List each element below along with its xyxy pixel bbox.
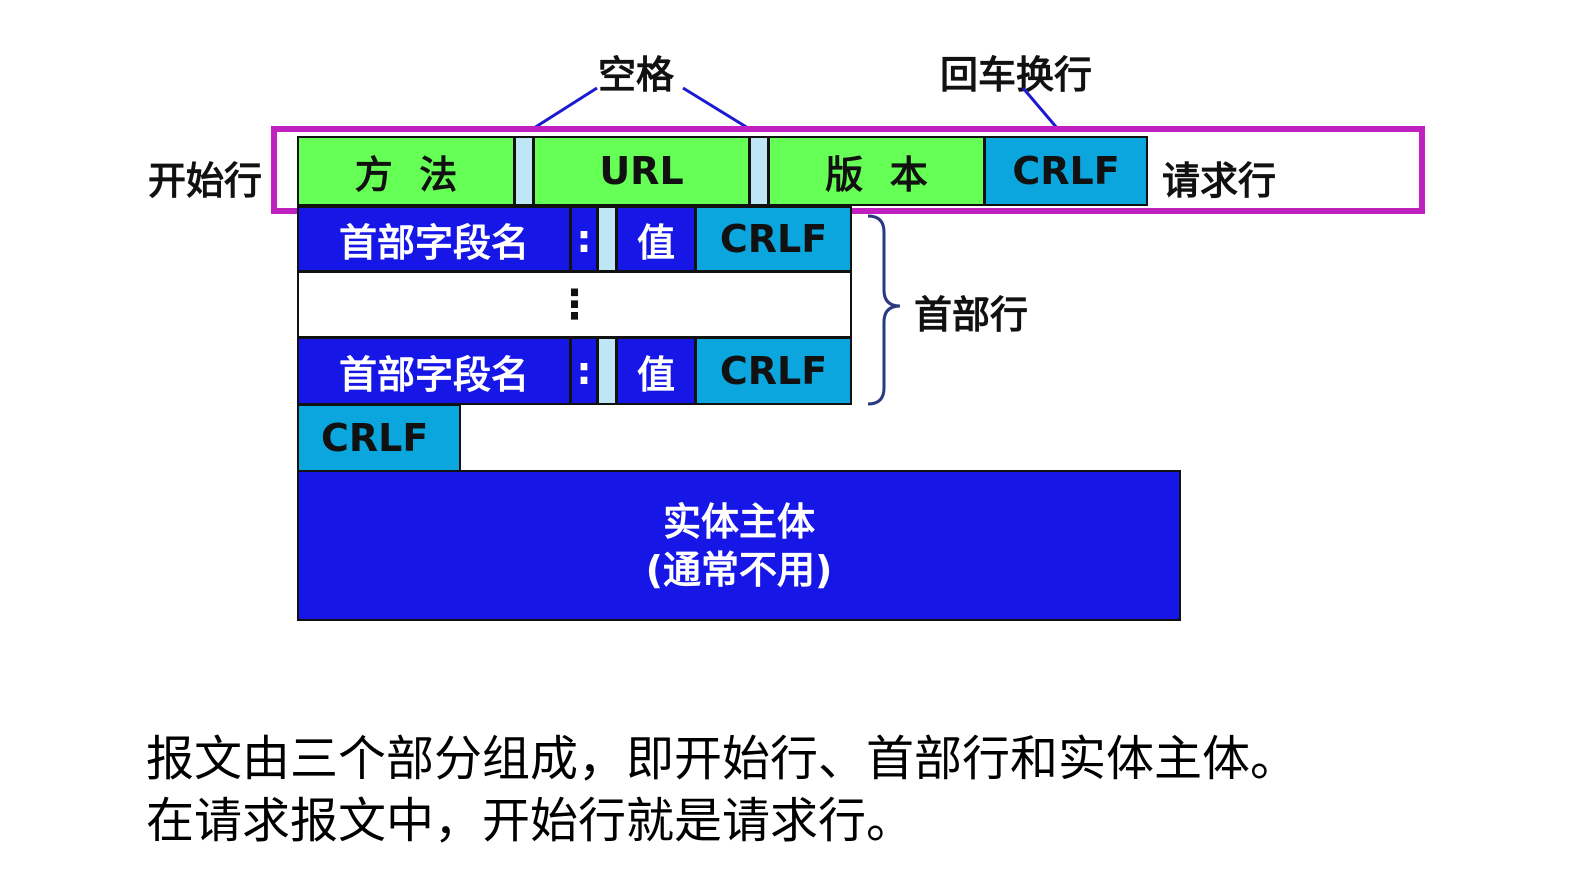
header-field-name-1: 首部字段名 [297,206,571,272]
caption-line-2: 在请求报文中，开始行就是请求行。 [146,793,915,849]
space-separator-1 [514,136,534,206]
header-ellipsis-row: ⋮ [297,271,852,338]
header-lines-label: 首部行 [914,293,1029,337]
header-space-2 [597,337,617,405]
url-field: URL [533,136,750,206]
request-line-label: 请求行 [1162,159,1277,203]
header-value-2: 值 [616,337,696,405]
header-space-1 [597,206,617,272]
start-line-label: 开始行 [148,159,263,203]
crlf-field: CRLF [984,136,1148,206]
entity-body-title: 实体主体 [662,499,815,544]
space-pointer-right [682,86,749,130]
space-label: 空格 [598,53,675,97]
entity-body-note: (通常不用) [645,547,833,592]
header-crlf-1: CRLF [695,206,852,272]
entity-body: 实体主体 (通常不用) [297,470,1181,621]
header-crlf-2: CRLF [695,337,852,405]
header-field-name-2: 首部字段名 [297,337,571,405]
header-colon-2: : [570,337,598,405]
caption-line-1: 报文由三个部分组成，即开始行、首部行和实体主体。 [146,731,1299,787]
version-field: 版 本 [768,136,985,206]
header-brace [867,214,901,406]
header-value-1: 值 [616,206,696,272]
space-separator-2 [749,136,769,206]
crlf-label: 回车换行 [940,53,1093,97]
space-pointer-left [533,86,598,130]
header-colon-1: : [570,206,598,272]
blank-line-crlf: CRLF [297,404,461,472]
method-field: 方 法 [297,136,515,206]
